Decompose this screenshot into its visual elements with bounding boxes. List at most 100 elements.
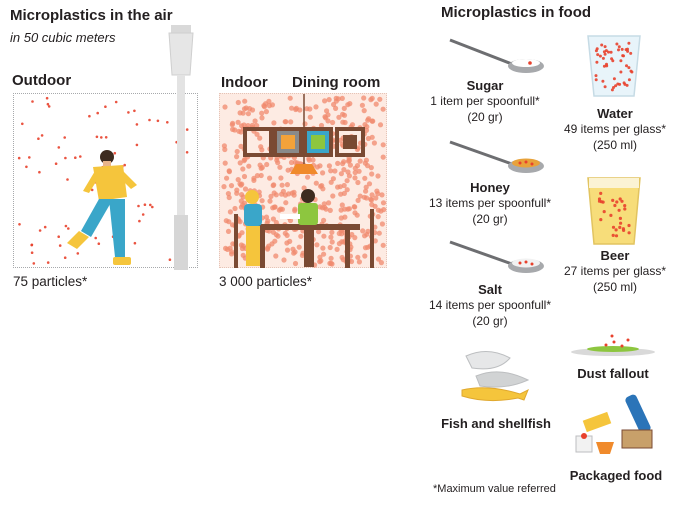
food-name-beer: Beer [600, 248, 630, 263]
food-name-honey: Honey [470, 180, 510, 195]
particle-dot [292, 260, 299, 267]
particle-dot [369, 202, 375, 208]
particle-dot [355, 179, 361, 186]
particle-dot [230, 126, 236, 132]
particle-dot [318, 183, 324, 189]
food-unit-salt: (20 gr) [472, 314, 508, 328]
particle-dot [90, 188, 94, 192]
particle-dot [627, 231, 631, 235]
particle-dot [375, 173, 381, 179]
dust-fallout-label: Dust fallout [577, 366, 649, 381]
particle-dot [619, 59, 623, 63]
particle-dot [323, 115, 329, 121]
particle-dot [622, 54, 625, 58]
particle-dot [224, 246, 231, 252]
particle-dot [156, 119, 160, 123]
particle-dot [298, 233, 304, 239]
particle-dot [345, 169, 351, 175]
particle-dot [622, 81, 626, 85]
particle-dot [341, 105, 347, 111]
particle-dot [279, 182, 285, 188]
particle-dot [338, 171, 344, 177]
particle-dot [17, 156, 21, 160]
food-amount-beer: 27 items per glass* [563, 264, 667, 278]
particle-dot [322, 98, 328, 104]
particle-dot [37, 137, 40, 140]
packaged-food-icon [575, 394, 653, 454]
particle-dot [293, 106, 299, 113]
particle-dot [273, 253, 279, 259]
particle-dot [614, 228, 618, 232]
particle-dot [235, 119, 241, 125]
particle-dot [361, 194, 367, 200]
particle-dot [359, 102, 365, 108]
particle-dot [278, 175, 284, 181]
particle-dot [254, 131, 260, 137]
particle-dot [96, 111, 99, 115]
particle-dot [57, 235, 60, 238]
particle-dot [618, 197, 622, 201]
particle-dot [254, 123, 260, 129]
particle-dot [340, 119, 346, 125]
particle-dot [226, 194, 232, 201]
particle-dot [66, 178, 69, 181]
particle-dot [600, 43, 604, 47]
particle-dot [321, 201, 327, 207]
particle-dot [327, 207, 333, 213]
particle-dot [337, 137, 344, 143]
particle-dot [328, 168, 334, 174]
particle-dot [58, 244, 62, 247]
particle-dot [123, 163, 126, 167]
dining-scene-icon [234, 94, 374, 268]
particle-dot [18, 223, 21, 226]
particle-dot [365, 135, 371, 142]
particle-dot [268, 193, 274, 199]
food-unit-honey: (20 gr) [472, 212, 508, 226]
spoon-sugar-icon [449, 38, 544, 73]
particle-dot [263, 109, 269, 115]
particle-dot [104, 136, 108, 139]
particle-dot [369, 171, 375, 177]
particle-dot [612, 86, 615, 89]
particle-dot [598, 54, 602, 58]
particle-dot [356, 168, 362, 174]
particle-dot [263, 214, 270, 220]
particle-dot [133, 241, 137, 245]
particle-dot [277, 164, 283, 170]
food-name-salt: Salt [478, 282, 502, 297]
particle-dot [627, 223, 631, 228]
particle-dot [232, 205, 238, 212]
particle-dot [340, 111, 346, 117]
particle-dot [376, 230, 382, 236]
particle-dot [292, 249, 298, 255]
particle-dot [166, 121, 169, 124]
particle-dot [79, 155, 82, 158]
particle-dot [94, 236, 97, 240]
food-name-water: Water [597, 106, 633, 121]
particle-dot [377, 96, 383, 102]
particle-dot [614, 84, 618, 88]
particle-dot [226, 168, 232, 174]
particle-dot [38, 229, 42, 232]
particle-dot [336, 114, 342, 120]
food-unit-beer: (250 ml) [592, 280, 637, 294]
particle-dot [362, 245, 369, 251]
particle-dot [229, 249, 235, 255]
food-amount-sugar: 1 item per spoonfull* [430, 94, 540, 108]
particle-dot [380, 154, 386, 160]
particle-dot [321, 251, 327, 257]
particle-dot [275, 233, 281, 239]
particle-dot [266, 103, 272, 109]
particle-dot [602, 50, 606, 54]
particle-dot [76, 252, 80, 255]
particle-dot [30, 243, 33, 247]
particle-dot [610, 88, 614, 92]
particle-dot [32, 262, 36, 265]
particle-dot [25, 165, 28, 169]
fish-shellfish-icon [461, 351, 530, 402]
particle-dot [259, 110, 265, 116]
particle-dot [241, 173, 248, 180]
particle-dot [371, 140, 377, 146]
particle-dot [67, 227, 70, 230]
particle-dot [328, 255, 334, 261]
